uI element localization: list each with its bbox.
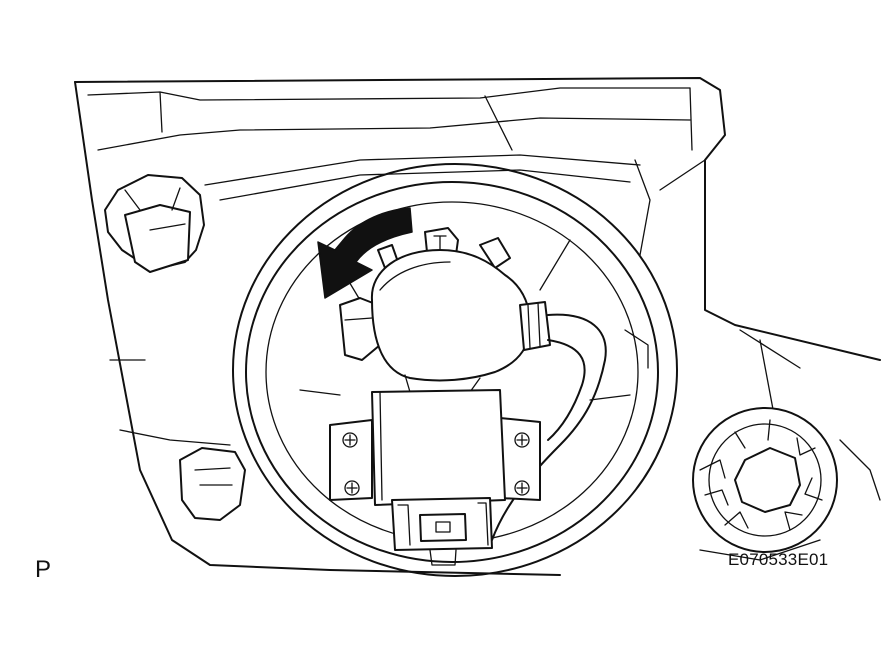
figure-code-label: E070533E01	[728, 550, 829, 569]
lower-left-clip	[179, 447, 246, 521]
ballast-unit	[329, 389, 541, 506]
headlight-bulb-icon	[370, 249, 551, 393]
view-letter-label: P	[35, 556, 52, 583]
counterclockwise-arrow-icon	[317, 207, 413, 299]
right-lamp-socket	[692, 407, 881, 561]
ballast-connector	[391, 497, 493, 566]
headlight-housing	[74, 77, 881, 576]
reflector-ring	[232, 163, 678, 577]
side-marker-socket	[104, 174, 205, 273]
